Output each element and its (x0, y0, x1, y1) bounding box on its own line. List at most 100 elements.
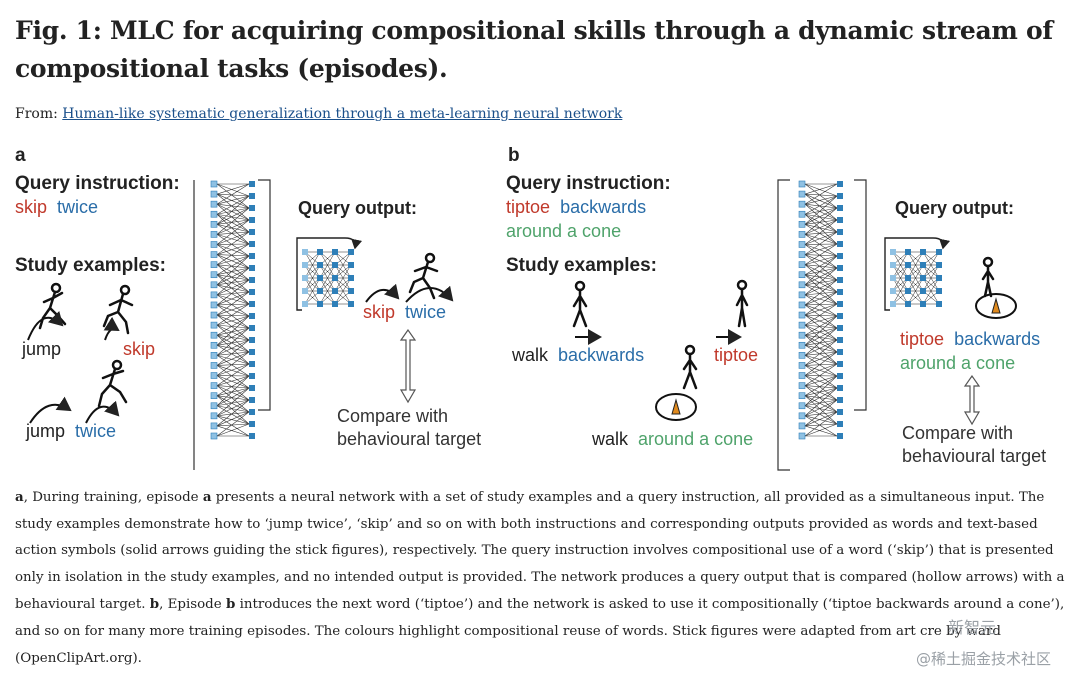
network-link (804, 385, 838, 389)
network-link (804, 264, 838, 293)
network-link (804, 375, 838, 386)
panel-b-compare-line2: behavioural target (902, 446, 1046, 466)
network-link (804, 207, 838, 235)
source-line: From: Human-like systematic generalizati… (15, 104, 622, 124)
network-link (216, 254, 250, 269)
network-link (804, 314, 838, 341)
network-link (216, 365, 250, 389)
network-link (804, 399, 838, 407)
network-node (920, 301, 926, 307)
network-link (216, 183, 250, 205)
network-node (249, 325, 255, 331)
panel-b-letter: b (508, 145, 520, 166)
stick-figure-skip-twice-icon (408, 252, 439, 300)
network-link (804, 255, 838, 275)
network-link (804, 375, 838, 396)
watermark-xinzhiyuan: 新智元 (948, 618, 997, 637)
network-link (804, 195, 838, 225)
figure-caption: a, During training, episode a presents a… (15, 484, 1065, 672)
network-link (804, 375, 838, 401)
network-node (210, 261, 218, 268)
network-link (804, 231, 838, 255)
network-link (804, 405, 838, 425)
network-link (804, 243, 838, 265)
network-link (804, 243, 838, 255)
network-node (210, 352, 218, 359)
panel-b-query-line1: tiptoe backwards (506, 197, 646, 217)
network-link (216, 203, 250, 233)
network-link (804, 267, 838, 276)
panel-b-compare-line1: Compare with (902, 423, 1013, 443)
network-node (249, 433, 255, 439)
arrow-jump-twice-2 (85, 400, 120, 424)
network-link (216, 213, 250, 233)
network-node (936, 275, 942, 281)
network-node (798, 331, 806, 339)
network-link (804, 303, 838, 306)
network-link (804, 219, 838, 225)
network-node (249, 313, 255, 319)
network-node (837, 181, 843, 187)
network-node (249, 361, 255, 367)
network-link (216, 355, 250, 377)
network-link (804, 254, 838, 257)
network-node (210, 392, 218, 399)
panel-b-query-line2: around a cone (506, 221, 621, 241)
network-link (304, 277, 321, 305)
network-link (216, 405, 250, 413)
network-link (216, 267, 250, 286)
network-link (216, 243, 250, 255)
network-link (216, 387, 250, 396)
network-link (216, 303, 250, 306)
network-node (249, 289, 255, 295)
network-link (216, 284, 250, 293)
network-link (804, 315, 838, 326)
network-link (216, 411, 250, 427)
network-node (936, 288, 942, 294)
network-node (210, 190, 218, 198)
network-link (216, 375, 250, 406)
network-link (216, 255, 250, 275)
network-link (216, 193, 250, 221)
network-node (798, 432, 806, 440)
word-skip: skip (15, 197, 47, 217)
network-link (216, 334, 250, 341)
network-link (804, 183, 838, 209)
network-node (837, 229, 843, 235)
network-link (216, 324, 250, 329)
source-article-link[interactable]: Human-like systematic generalization thr… (62, 106, 623, 122)
network-link (804, 183, 838, 197)
figure-diagram: a Query instruction: skip twice Study ex… (15, 145, 1046, 471)
network-link (804, 327, 838, 336)
network-node (837, 385, 843, 391)
network-link (804, 334, 838, 353)
network-link (804, 355, 838, 365)
word-twice: twice (57, 197, 98, 217)
network-link (804, 291, 838, 316)
arrow-skip (103, 316, 120, 341)
network-link (216, 207, 250, 235)
network-link (216, 324, 250, 341)
network-link (804, 213, 838, 221)
network-node (332, 288, 338, 294)
network-node (348, 249, 354, 255)
network-link (216, 344, 250, 353)
network-link (804, 327, 838, 356)
network-node (837, 253, 843, 259)
network-link (804, 284, 838, 293)
network-link (216, 224, 250, 233)
caption-text-b2: introduces the next word (‘tiptoe’) and … (15, 597, 1065, 639)
network-link (804, 279, 838, 286)
network-node (837, 361, 843, 367)
network-link (804, 304, 838, 317)
network-link (216, 219, 250, 245)
network-link (216, 243, 250, 265)
word-tiptoe: tiptoe (506, 197, 550, 217)
network-link (804, 195, 838, 215)
network-link (216, 294, 250, 305)
network-link (804, 324, 838, 329)
network-node (905, 275, 911, 281)
network-link (216, 267, 250, 296)
network-link (216, 399, 250, 417)
network-node (210, 402, 218, 410)
